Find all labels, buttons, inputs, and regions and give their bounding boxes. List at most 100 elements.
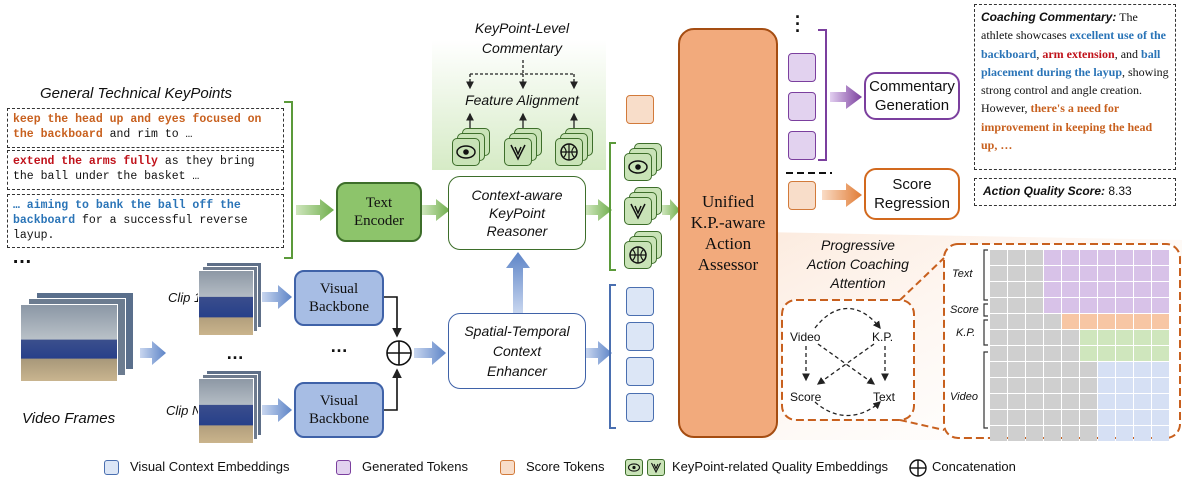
arrow-score xyxy=(822,183,862,207)
arrow-enhancer-embeddings xyxy=(586,341,612,365)
assessor-box: Unified K.P.-aware Action Assessor xyxy=(678,28,778,438)
coaching-segment: , xyxy=(1036,46,1043,61)
visual-token xyxy=(626,393,654,422)
eye-icon xyxy=(628,160,648,174)
matrix-cell xyxy=(1134,426,1151,441)
generated-tokens-ellipsis: ··· xyxy=(795,7,801,41)
matrix-cell xyxy=(1134,282,1151,297)
matrix-cell xyxy=(1152,362,1169,377)
kp-bracket xyxy=(609,142,616,271)
basketball-icon xyxy=(560,143,578,161)
matrix-cell xyxy=(1098,378,1115,393)
progressive-attention-title: Progressive Action Coaching Attention xyxy=(807,237,909,291)
matrix-cell xyxy=(1008,330,1025,345)
keypoint-text-2: extend the arms fully as they bring the … xyxy=(7,150,284,190)
matrix-cell xyxy=(1026,362,1043,377)
matrix-cell xyxy=(990,410,1007,425)
feature-alignment-arrows xyxy=(466,60,578,128)
matrix-cell xyxy=(1134,314,1151,329)
matrix-cell xyxy=(1008,346,1025,361)
matrix-cell xyxy=(1062,362,1079,377)
matrix-cell xyxy=(990,426,1007,441)
commentary-generation-box: Commentary Generation xyxy=(864,72,960,120)
matrix-cell xyxy=(1008,266,1025,281)
matrix-cell xyxy=(1026,266,1043,281)
attention-graph-arrows xyxy=(802,307,889,416)
matrix-cell xyxy=(1080,346,1097,361)
kp-embedding-ball-stack xyxy=(555,128,595,168)
matrix-cell xyxy=(1008,362,1025,377)
coaching-segment: arm extension xyxy=(1042,46,1115,61)
legend-visual-label: Visual Context Embeddings xyxy=(130,459,290,474)
matrix-cell xyxy=(990,314,1007,329)
matrix-cell xyxy=(1062,394,1079,409)
matrix-cell xyxy=(1044,250,1061,265)
matrix-cell xyxy=(1044,410,1061,425)
coaching-segment: ball placement during the layup xyxy=(981,46,1161,79)
video-frame-image xyxy=(20,304,118,382)
keypoint-text-1: keep the head up and eyes focused on the… xyxy=(7,108,284,148)
matrix-cell xyxy=(990,266,1007,281)
matrix-cell xyxy=(1008,282,1025,297)
matrix-row-label-score: Score xyxy=(950,304,979,316)
matrix-row-label-kp: K.P. xyxy=(956,327,976,339)
graph-node-video: Video xyxy=(790,330,821,344)
keypoint-text-3: … aiming to bank the ball off the backbo… xyxy=(7,194,284,248)
matrix-cell xyxy=(1098,346,1115,361)
matrix-cell xyxy=(990,378,1007,393)
matrix-cell xyxy=(1044,330,1061,345)
matrix-cell xyxy=(1152,346,1169,361)
matrix-cell xyxy=(1134,330,1151,345)
eye-icon xyxy=(456,145,476,159)
attention-graph-box xyxy=(781,299,915,421)
score-label: Action Quality Score: xyxy=(983,184,1106,198)
arrow-reasoner-embeddings xyxy=(586,199,612,221)
st-enhancer-box: Spatial-Temporal Context Enhancer xyxy=(448,313,586,389)
matrix-cell xyxy=(1044,426,1061,441)
matrix-cell xyxy=(1134,266,1151,281)
matrix-cell xyxy=(1080,410,1097,425)
matrix-cell xyxy=(1026,282,1043,297)
matrix-cell xyxy=(1044,314,1061,329)
matrix-cell xyxy=(1152,298,1169,313)
visual-token xyxy=(626,357,654,386)
matrix-cell xyxy=(1116,394,1133,409)
matrix-cell xyxy=(990,250,1007,265)
matrix-cell xyxy=(1062,330,1079,345)
matrix-cell xyxy=(1008,314,1025,329)
text-bracket xyxy=(284,101,293,259)
matrix-cell xyxy=(1152,250,1169,265)
matrix-cell xyxy=(1080,378,1097,393)
matrix-cell xyxy=(1098,426,1115,441)
coaching-commentary-label: Coaching Commentary: xyxy=(981,10,1117,24)
keypoint-text-3-highlight: … aiming to bank the ball off the backbo… xyxy=(13,199,241,227)
matrix-cell xyxy=(1098,410,1115,425)
arrow-texts-encoder xyxy=(296,199,334,221)
matrix-cell xyxy=(1026,314,1043,329)
matrix-cell xyxy=(1062,346,1079,361)
backbone-ellipsis: … xyxy=(330,336,348,356)
matrix-cell xyxy=(1008,378,1025,393)
clip-n-label: Clip N xyxy=(166,403,202,418)
matrix-cell xyxy=(1152,330,1169,345)
visual-bracket xyxy=(609,284,616,429)
matrix-cell xyxy=(1080,426,1097,441)
keypoint-text-1-highlight: keep the head up and eyes focused on the… xyxy=(13,113,262,141)
graph-node-score: Score xyxy=(790,390,822,404)
general-keypoints-title: General Technical KeyPoints xyxy=(40,85,233,102)
arrow-encoder-reasoner xyxy=(422,199,450,221)
matrix-cell xyxy=(1116,346,1133,361)
score-value: 8.33 xyxy=(1108,184,1132,198)
context-reasoner-box: Context-aware KeyPoint Reasoner xyxy=(448,176,586,250)
arrow-clipn-backbone xyxy=(262,398,292,422)
matrix-cell xyxy=(1026,298,1043,313)
matrix-cell xyxy=(1098,266,1115,281)
kp-quality-ball xyxy=(624,231,664,271)
matrix-cell xyxy=(1152,426,1169,441)
matrix-cell xyxy=(990,346,1007,361)
matrix-cell xyxy=(1080,394,1097,409)
legend-visual-swatch xyxy=(104,460,119,475)
visual-token xyxy=(626,322,654,351)
visual-backbone-2: Visual Backbone xyxy=(294,382,384,438)
